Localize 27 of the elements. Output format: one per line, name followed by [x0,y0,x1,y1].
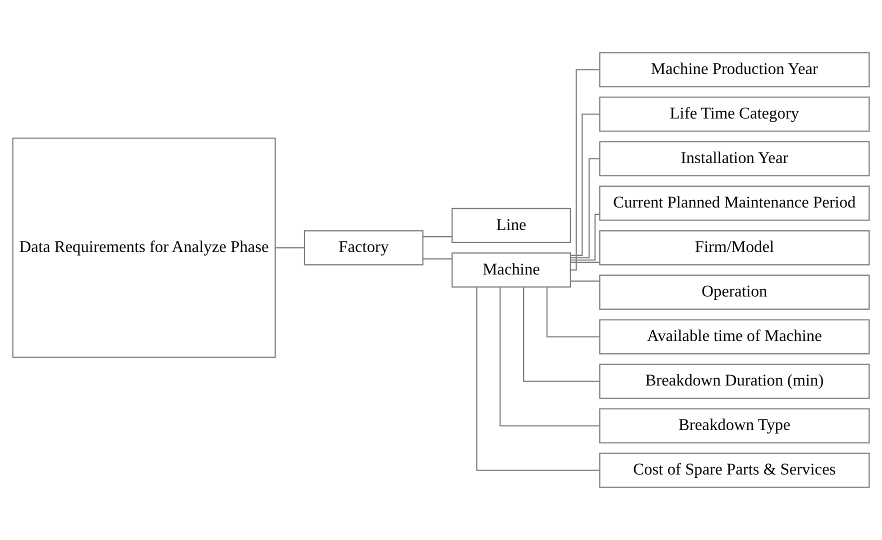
node-box: Data Requirements for Analyze Phase [12,138,276,358]
connector [570,214,600,261]
node-box: Firm/Model [599,230,870,266]
node-box: Life Time Category [599,96,870,132]
node-box: Machine [452,252,572,288]
node-box: Available time of Machine [599,319,870,354]
node-box: Current Planned Maintenance Period [599,186,870,221]
connector [422,236,452,238]
node-box: Breakdown Duration (min) [599,364,870,399]
connector [570,262,600,263]
connector [570,280,600,282]
connector [546,287,600,338]
node-box: Breakdown Type [599,408,870,444]
connector [570,114,600,256]
node-box: Cost of Spare Parts & Services [599,452,870,488]
node-box: Machine Production Year [599,52,870,88]
connector [500,287,600,426]
connector [523,287,600,382]
node-box: Operation [599,274,870,310]
connector [476,287,600,471]
connector [422,258,452,260]
connector [570,69,600,271]
node-box: Installation Year [599,141,870,176]
node-box: Factory [304,230,424,266]
connector [275,247,304,248]
node-box: Line [452,208,572,244]
connector [570,158,600,258]
